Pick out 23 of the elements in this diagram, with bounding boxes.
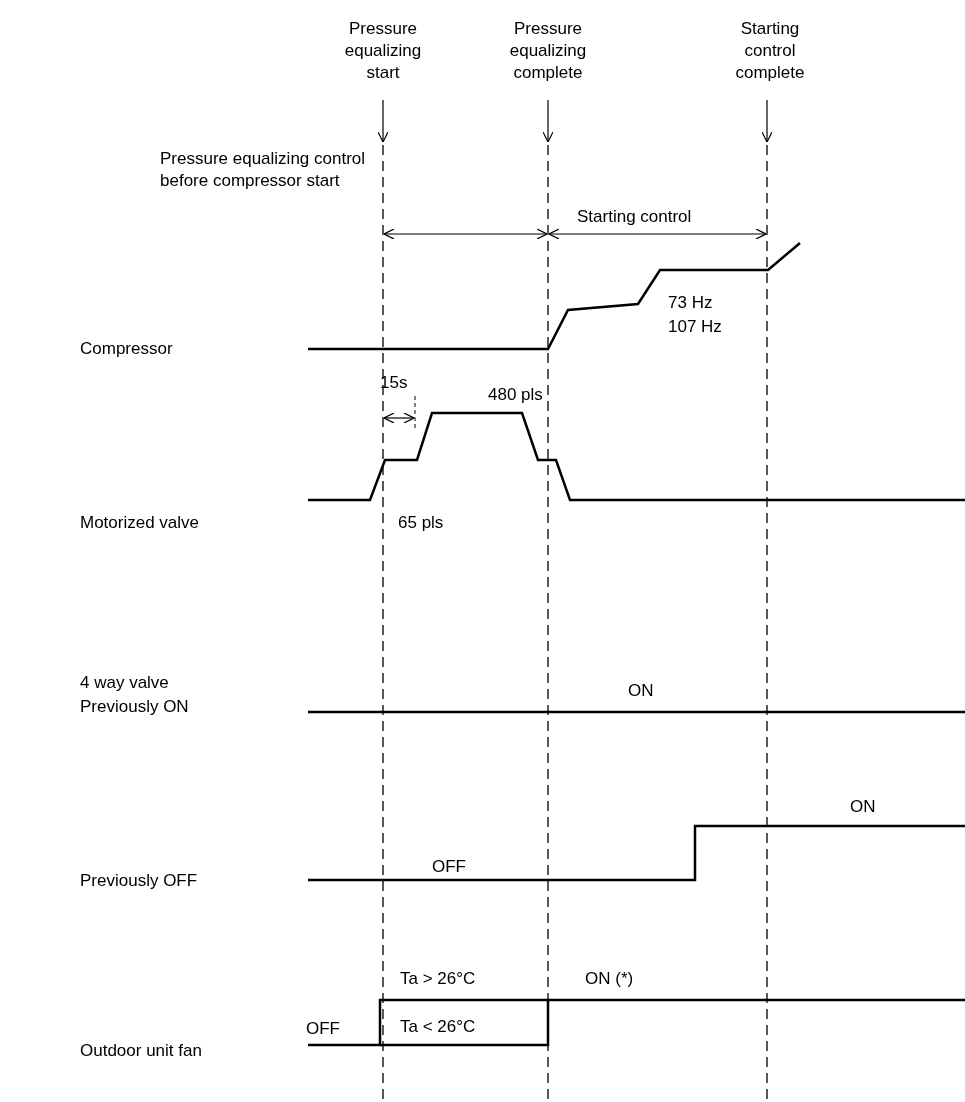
condition-label: Ta > 26°C: [400, 969, 476, 988]
signal-label: Previously OFF: [80, 871, 198, 890]
state-label: ON: [850, 797, 876, 816]
phase-label: Starting control: [577, 207, 692, 226]
duration-label: 15s: [380, 373, 408, 392]
state-label: ON (*): [585, 969, 634, 988]
condition-label: Ta < 26°C: [400, 1017, 476, 1036]
state-label: OFF: [306, 1019, 340, 1038]
event-label: Pressure equalizing start: [344, 19, 422, 82]
signal-label: Motorized valve: [80, 513, 200, 532]
phase-label: Pressure equalizing control before compressor start: [160, 149, 366, 190]
signal-label: Previously ON: [80, 697, 189, 716]
value-label: 480 pls: [488, 385, 543, 404]
signal-label: 4 way valve: [80, 673, 169, 692]
event-label: Pressure equalizing complete: [509, 19, 587, 82]
state-label: OFF: [432, 857, 466, 876]
signal-label: Compressor: [80, 339, 173, 358]
state-label: ON: [628, 681, 654, 700]
event-label: Starting control complete: [735, 19, 805, 82]
signal-label: Outdoor unit fan: [80, 1041, 202, 1060]
value-label: 73 Hz: [668, 293, 713, 312]
value-label: 107 Hz: [668, 317, 722, 336]
value-label: 65 pls: [398, 513, 444, 532]
